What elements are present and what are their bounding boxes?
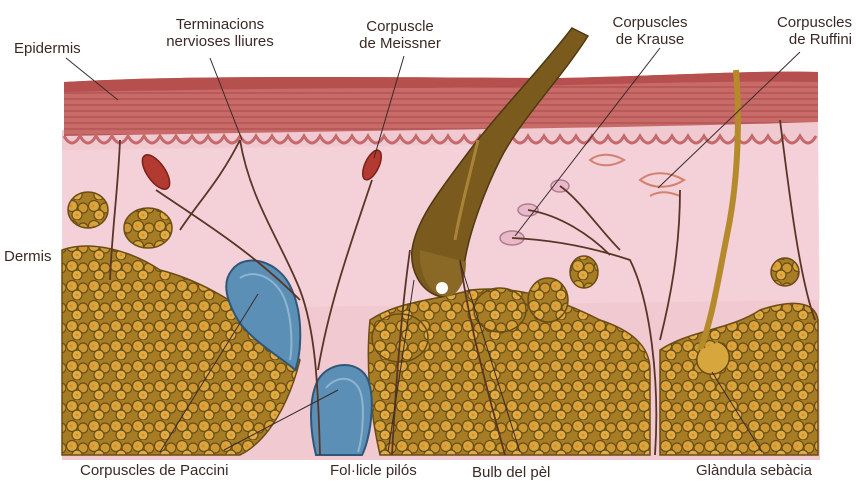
label-sebaceous-gland: Glàndula sebàcia	[696, 462, 812, 479]
label-krause: Corpuscles de Krause	[590, 14, 710, 48]
label-free-nerve-endings: Terminacions nervioses lliures	[140, 16, 300, 50]
label-krause-line1: Corpuscles	[590, 14, 710, 31]
label-dermis: Dermis	[4, 248, 52, 265]
label-hair-bulb: Bulb del pèl	[472, 464, 550, 481]
label-ruffini-line1: Corpuscles	[740, 14, 852, 31]
label-meissner-line1: Corpuscle	[335, 18, 465, 35]
label-meissner-line2: de Meissner	[335, 35, 465, 52]
label-meissner: Corpuscle de Meissner	[335, 18, 465, 52]
label-epidermis: Epidermis	[14, 40, 81, 57]
label-hair-follicle: Fol·licle pilós	[330, 462, 417, 479]
label-krause-line2: de Krause	[590, 31, 710, 48]
label-ruffini-line2: de Ruffini	[740, 31, 852, 48]
label-free-nerve-endings-line2: nervioses lliures	[140, 33, 300, 50]
label-free-nerve-endings-line1: Terminacions	[140, 16, 300, 33]
label-paccini: Corpuscles de Paccini	[80, 462, 228, 479]
label-ruffini: Corpuscles de Ruffini	[740, 14, 852, 48]
